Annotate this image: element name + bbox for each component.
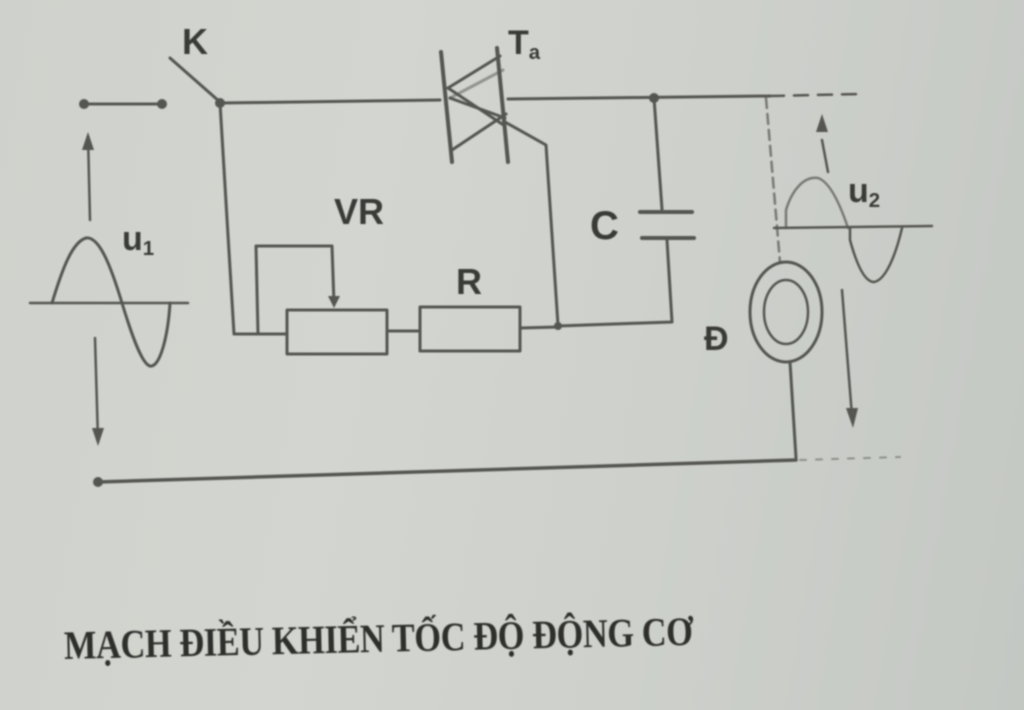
capacitor-lead-top — [652, 96, 664, 211]
resistor-body — [418, 305, 522, 353]
capacitor-label: C — [590, 204, 619, 248]
resistor-label: R — [456, 261, 482, 302]
motor-label: Đ — [704, 320, 729, 358]
potentiometer-wiper — [254, 244, 336, 336]
u1-label-sub: 1 — [142, 238, 155, 261]
top-wire-right — [506, 94, 772, 101]
motor-symbol — [748, 260, 824, 364]
triac-label: Ta — [508, 26, 540, 64]
triac-label-sub: a — [528, 42, 541, 65]
u1-waveform — [28, 132, 190, 446]
potentiometer-label: VR — [334, 191, 385, 232]
input-terminal-top — [79, 99, 167, 109]
left-wire — [218, 101, 289, 336]
capacitor-lead-bottom — [556, 238, 674, 328]
u1-label: u1 — [122, 222, 154, 260]
wire-r-cap — [518, 325, 560, 330]
switch-label: K — [182, 21, 208, 62]
bottom-wire — [96, 458, 798, 484]
top-wire-dashed — [768, 92, 862, 98]
top-wire-left — [218, 98, 442, 105]
triac-label-main: T — [508, 24, 529, 62]
motor-lead-bottom — [788, 360, 798, 460]
u2-label-sub: 2 — [868, 190, 881, 213]
u2-label-main: u — [848, 172, 869, 210]
u1-label-main: u — [122, 220, 143, 258]
capacitor-plates — [638, 210, 696, 240]
u2-waveform — [772, 114, 934, 428]
motor-lead-top — [764, 96, 782, 264]
triac-symbol — [439, 46, 510, 164]
potentiometer-body — [285, 308, 389, 356]
triac-gate-lead — [503, 120, 560, 327]
u2-label: u2 — [848, 174, 880, 212]
switch-k-symbol — [168, 56, 225, 108]
